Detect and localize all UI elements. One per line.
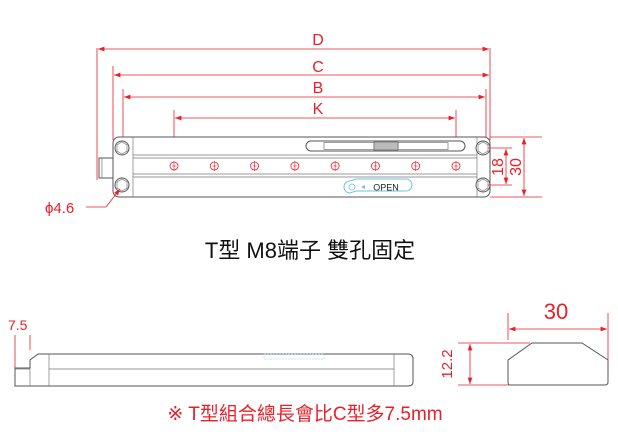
dimension-K-label: K <box>313 101 324 118</box>
end-width-label: 30 <box>544 299 568 324</box>
hole-diameter-label: ϕ4.6 <box>45 200 74 217</box>
open-badge: OPEN <box>343 178 413 194</box>
end-view: 30 12.2 <box>439 299 609 386</box>
outlet-hole-icon <box>451 161 461 171</box>
drawing-title: T型 M8端子 雙孔固定 <box>205 238 415 263</box>
outlet-hole-icon <box>330 161 340 171</box>
dimension-D: D <box>96 32 491 180</box>
dimension-18-label: 18 <box>490 158 507 176</box>
mount-hole-icon <box>114 177 130 193</box>
top-view: OPEN <box>98 136 491 198</box>
side-view: 7.5 <box>8 317 414 387</box>
dimension-C-label: C <box>312 59 324 76</box>
outlet-hole-icon <box>169 161 179 171</box>
hole-diameter-callout: ϕ4.6 <box>45 188 121 217</box>
note-text: ※ T型組合總長會比C型多7.5mm <box>167 403 442 425</box>
outlet-hole-icon <box>290 161 300 171</box>
outlet-hole-icon <box>250 161 259 171</box>
dimension-D-label: D <box>312 32 324 49</box>
m8-connector <box>98 157 114 179</box>
dimension-C: C <box>112 59 489 140</box>
end-height-label: 12.2 <box>439 349 456 378</box>
outlet-holes <box>169 161 461 171</box>
offset-7-5-label: 7.5 <box>8 317 28 333</box>
outlet-hole-icon <box>209 161 219 171</box>
mount-hole-icon <box>475 177 491 193</box>
dimension-30-label: 30 <box>508 158 525 176</box>
mount-hole-icon <box>475 140 491 156</box>
dimension-B-label: B <box>313 80 324 97</box>
mount-hole-icon <box>114 140 130 156</box>
outlet-hole-icon <box>371 161 380 171</box>
open-label: OPEN <box>373 183 399 193</box>
outlet-hole-icon <box>411 161 421 171</box>
dimension-height: 18 30 <box>488 136 542 198</box>
